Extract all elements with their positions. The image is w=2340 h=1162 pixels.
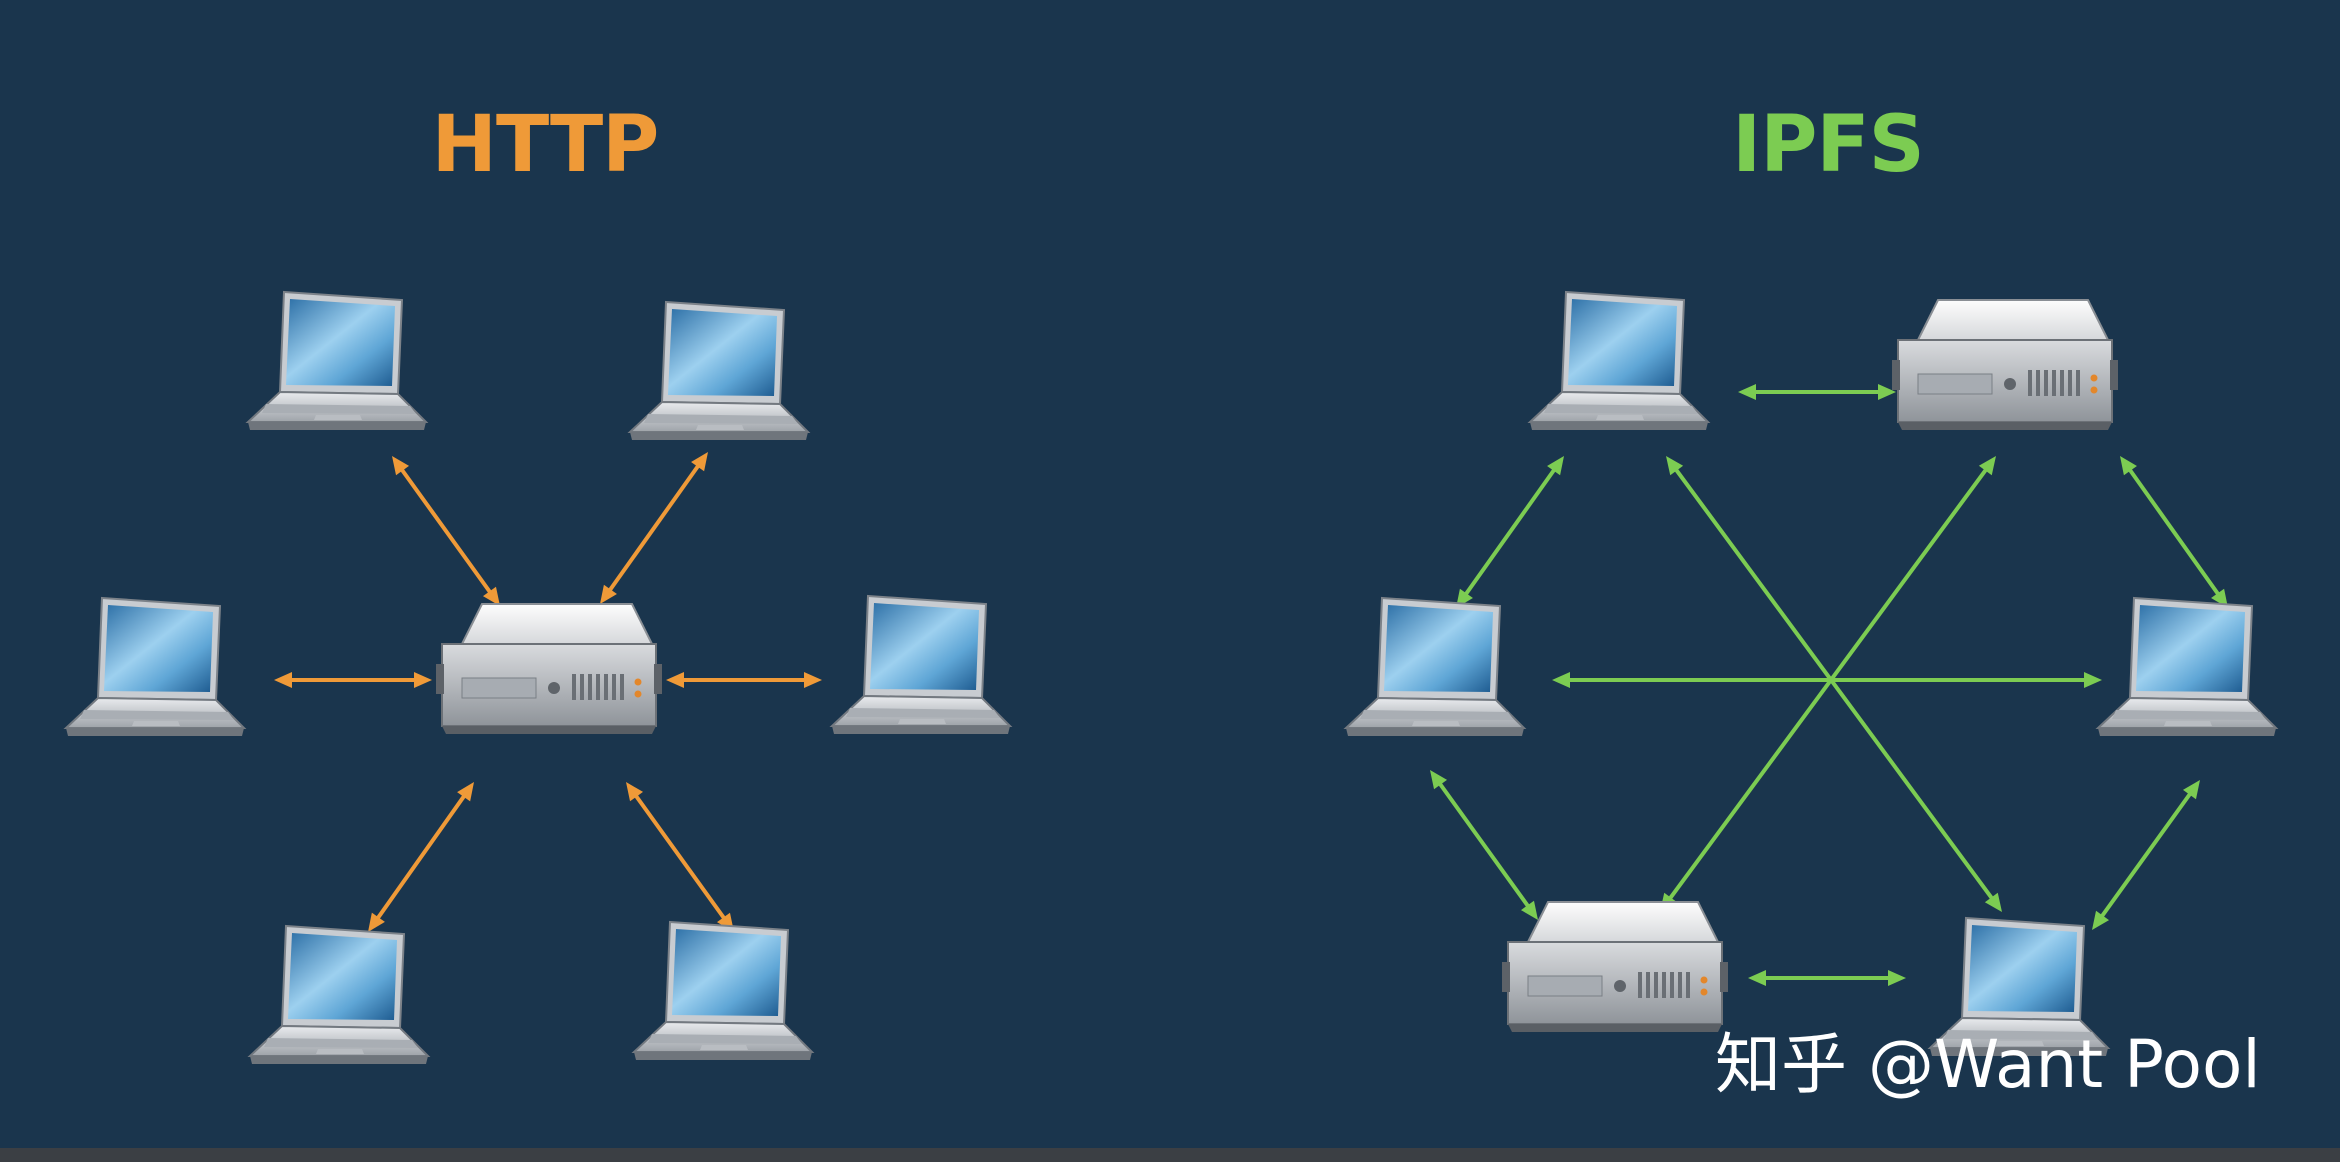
http-edge-server-to-laptop-bottom-right xyxy=(626,782,734,932)
ipfs-edge-server-bottom-left-to-laptop-bottom-right xyxy=(1748,970,1906,986)
http-edge-server-to-laptop-bottom-left xyxy=(368,782,474,932)
http-laptop-top-right-laptop-icon xyxy=(629,301,809,441)
ipfs-edge-laptop-left-to-server-bottom-left xyxy=(1430,770,1538,920)
ipfs-edge-laptop-top-left-to-laptop-left xyxy=(1456,456,1564,608)
ipfs-title: IPFS xyxy=(1732,100,1925,190)
http-laptop-right-laptop-icon xyxy=(831,595,1011,735)
http-laptop-left-laptop-icon xyxy=(65,597,245,737)
http-edge-server-to-laptop-top-left xyxy=(392,456,500,606)
http-server-server-icon xyxy=(435,603,663,735)
http-laptop-top-left-laptop-icon xyxy=(247,291,427,431)
ipfs-edge-server-top-right-to-server-bottom-left xyxy=(1660,456,1996,912)
watermark: 知乎 @Want Pool xyxy=(1715,1026,2261,1103)
http-edge-server-to-laptop-right xyxy=(666,672,822,688)
http-edge-server-to-laptop-top-right xyxy=(600,452,708,604)
ipfs-laptop-top-left-laptop-icon xyxy=(1529,291,1709,431)
ipfs-server-bottom-left-server-icon xyxy=(1501,901,1729,1033)
ipfs-edge-laptop-left-to-laptop-right xyxy=(1552,672,2102,688)
ipfs-laptop-right-laptop-icon xyxy=(2097,597,2277,737)
ipfs-server-top-right-server-icon xyxy=(1891,299,2119,431)
http-edge-server-to-laptop-left xyxy=(274,672,432,688)
ipfs-edge-laptop-right-to-laptop-bottom-right xyxy=(2092,780,2200,930)
ipfs-edge-laptop-top-left-to-server-top-right xyxy=(1738,384,1896,400)
http-laptop-bottom-right-laptop-icon xyxy=(633,921,813,1061)
ipfs-edge-laptop-top-left-to-laptop-bottom-right xyxy=(1666,456,2002,912)
bottom-strip xyxy=(0,1148,2340,1162)
ipfs-edge-server-top-right-to-laptop-right xyxy=(2120,456,2228,608)
http-laptop-bottom-left-laptop-icon xyxy=(249,925,429,1065)
http-title: HTTP xyxy=(431,100,660,190)
ipfs-laptop-left-laptop-icon xyxy=(1345,597,1525,737)
